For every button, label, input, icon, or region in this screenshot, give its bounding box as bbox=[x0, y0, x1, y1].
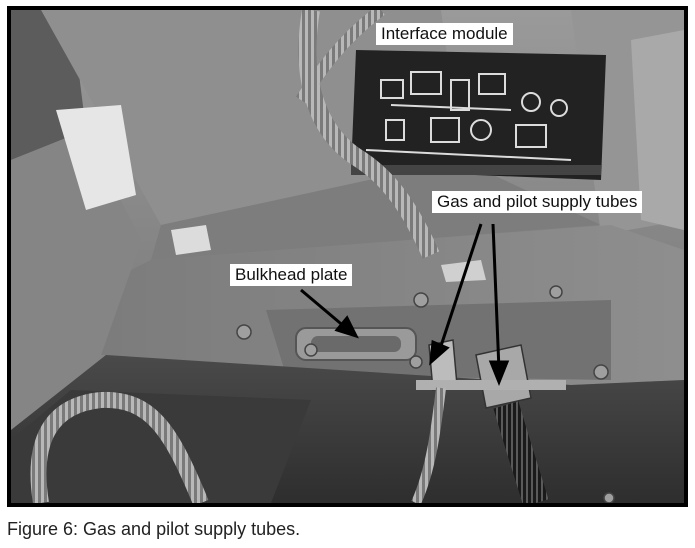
tape-patch-center bbox=[441, 260, 486, 282]
right-bracket bbox=[631, 30, 684, 230]
fitting-rail bbox=[416, 380, 566, 390]
label-arrows bbox=[300, 223, 510, 387]
hood-lower-lip bbox=[151, 160, 601, 260]
floor-shadow bbox=[11, 390, 311, 503]
pilot-supply-tube bbox=[411, 387, 446, 503]
tape-patch-small bbox=[171, 225, 211, 255]
bulkhead-plate-opening bbox=[311, 336, 401, 352]
gas-supply-tube bbox=[493, 401, 549, 503]
appliance-interior-photo bbox=[11, 10, 684, 503]
label-gas-pilot-tubes: Gas and pilot supply tubes bbox=[432, 191, 643, 213]
label-bulkhead-plate: Bulkhead plate bbox=[230, 264, 353, 286]
upper-conduit bbox=[298, 10, 440, 259]
figure-photo-frame: Interface module Gas and pilot supply tu… bbox=[7, 6, 688, 507]
gas-tube-fitting bbox=[475, 344, 532, 409]
tape-patch-left bbox=[56, 105, 136, 210]
figure-caption: Figure 6: Gas and pilot supply tubes. bbox=[7, 519, 301, 539]
upper-conduit-loop bbox=[296, 10, 385, 104]
floor-conduit bbox=[30, 391, 209, 503]
label-interface-module: Interface module bbox=[376, 23, 513, 45]
board-bracket bbox=[351, 165, 601, 175]
left-side-wall bbox=[11, 130, 141, 430]
bolts bbox=[236, 285, 615, 503]
board-traces bbox=[365, 71, 572, 161]
